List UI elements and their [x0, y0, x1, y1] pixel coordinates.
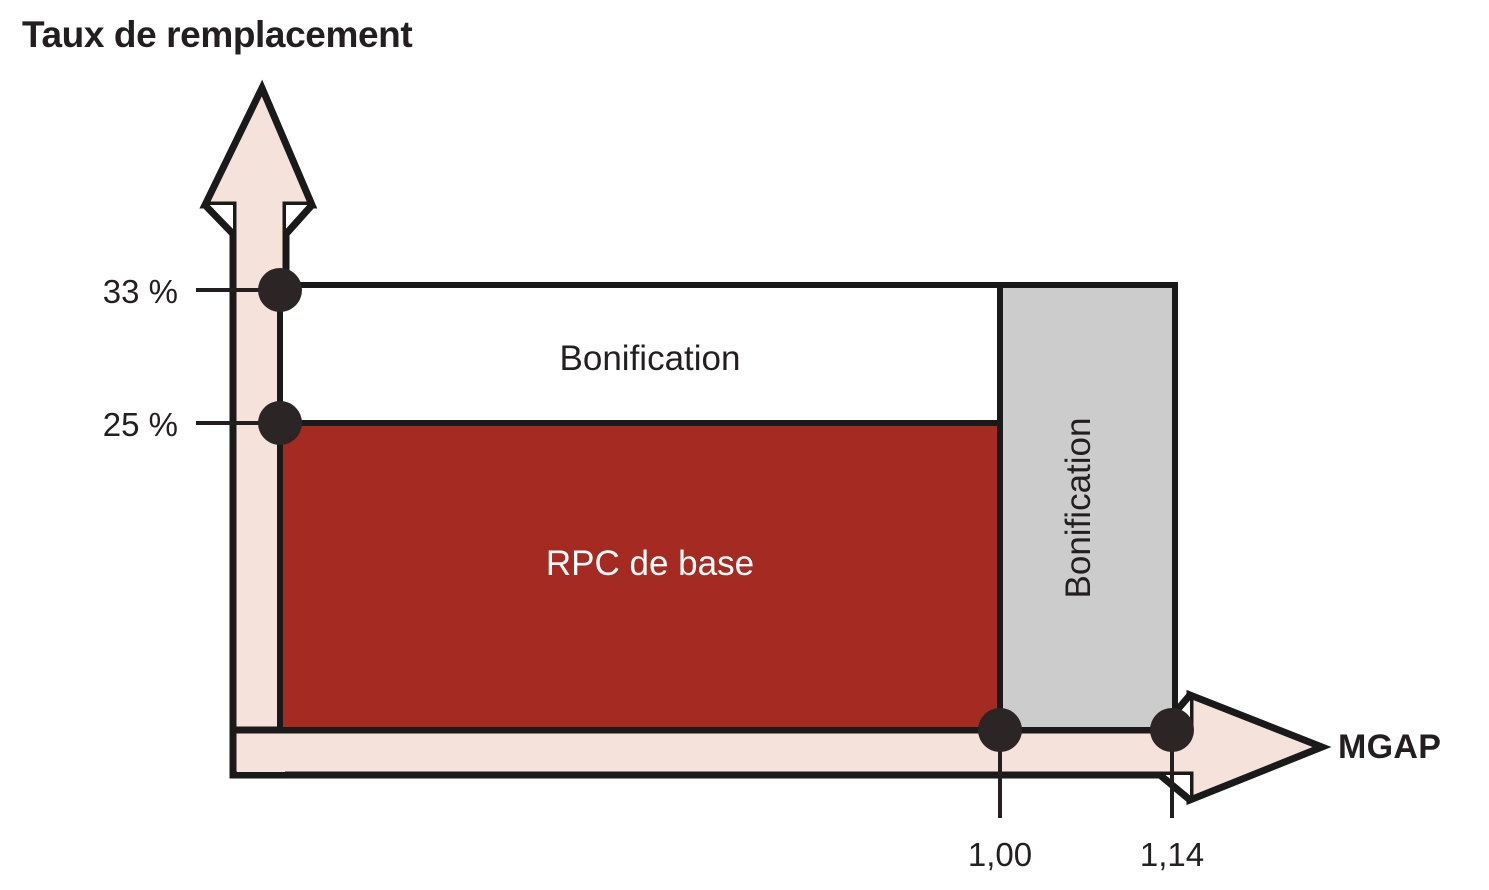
marker-dot-114 [1150, 708, 1194, 752]
region-label-rpc-base: RPC de base [546, 544, 754, 583]
region-label-bonification-right: Bonification [1059, 418, 1098, 599]
axis-arrow-corner-fill [237, 734, 285, 772]
y-tick-label-25: 25 % [103, 406, 178, 443]
x-tick-label-100: 1,00 [968, 836, 1032, 873]
page-title: Taux de remplacement [22, 14, 412, 55]
region-label-bonification-upper: Bonification [560, 339, 741, 378]
marker-dot-33 [258, 268, 302, 312]
y-tick-label-33: 33 % [103, 273, 178, 310]
marker-dot-25 [258, 401, 302, 445]
region-rpc-base [277, 420, 1003, 733]
x-tick-label-114: 1,14 [1140, 836, 1204, 873]
y-arrow-head-outline [202, 202, 315, 237]
marker-dot-100 [978, 708, 1022, 752]
x-axis-label: MGAP [1338, 728, 1441, 766]
